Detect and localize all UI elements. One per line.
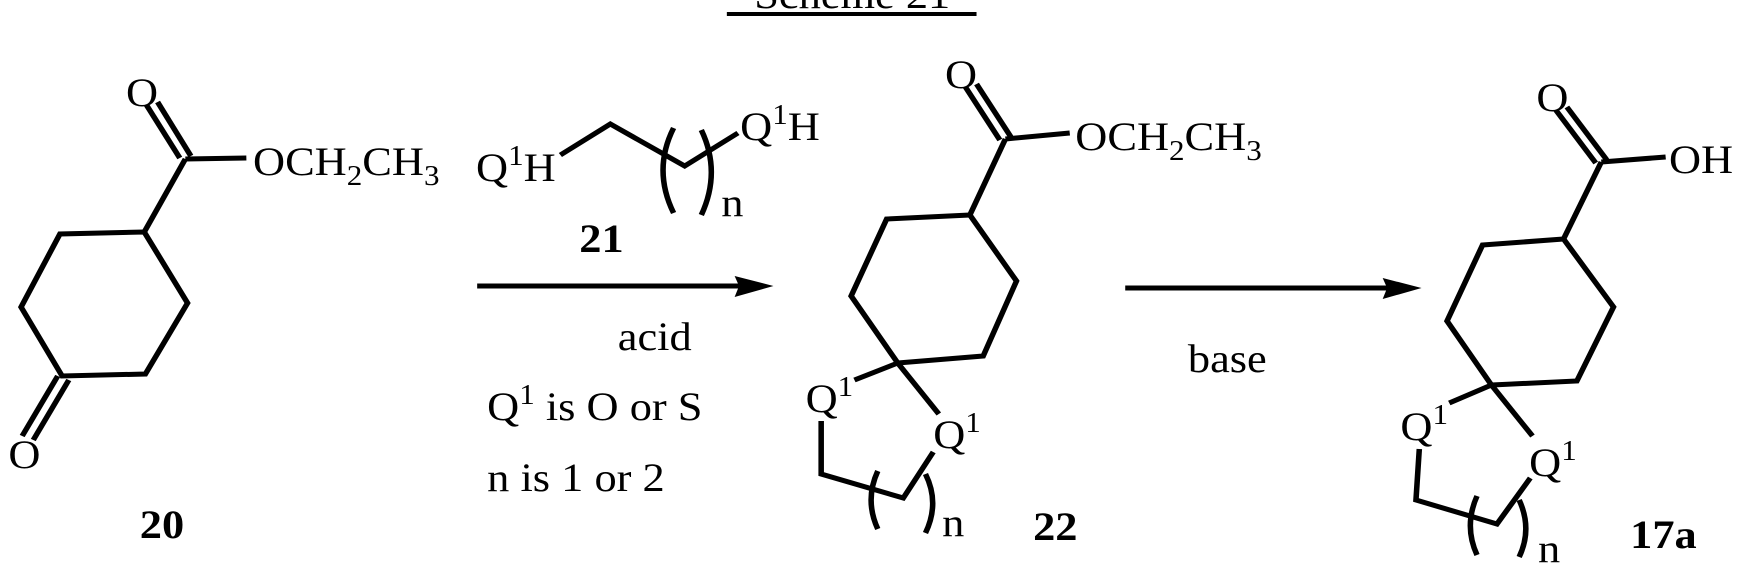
reaction-arrow-2 xyxy=(1125,278,1421,299)
spiro-bond-left xyxy=(1449,385,1491,403)
ring-to-carbonyl-bond xyxy=(1564,162,1602,239)
repeat-subscript: n xyxy=(721,181,743,225)
repeat-bracket-right xyxy=(1519,500,1526,557)
condition-n: n is 1 or 2 xyxy=(487,456,665,500)
ring-heteroatom-left: Q1 xyxy=(806,372,854,421)
repeat-subscript: n xyxy=(942,501,964,545)
compound-17a: O OH Q1 Q1 n 17a xyxy=(1400,76,1733,571)
spiro-bond-right xyxy=(1491,385,1532,436)
ester-bond xyxy=(1005,133,1069,139)
compound-21: Q1H Q1H n 21 xyxy=(476,100,820,261)
reaction-arrow-1 xyxy=(477,276,773,297)
repeat-subscript: n xyxy=(1538,527,1560,571)
carbonyl-oxygen: O xyxy=(945,53,977,97)
compound-label-17a: 17a xyxy=(1630,513,1697,557)
repeat-bracket-left xyxy=(663,128,674,213)
reagent-base: base xyxy=(1188,337,1267,381)
compound-label-21: 21 xyxy=(579,217,623,261)
cyclohexane-ring xyxy=(1447,239,1613,385)
ring-heteroatom-right: Q1 xyxy=(1529,436,1577,485)
repeat-bracket-left xyxy=(871,471,878,529)
compound-label-22: 22 xyxy=(1033,505,1077,549)
arrow-head xyxy=(735,276,774,297)
ring-to-carbonyl-bond xyxy=(970,139,1006,215)
reagent-acid: acid xyxy=(618,315,692,359)
spiro-bond-right xyxy=(898,363,939,414)
carbonyl-oxygen: O xyxy=(1536,76,1568,120)
spiro-bond-left xyxy=(854,363,897,380)
ester-bond xyxy=(185,158,246,159)
ring-to-carbonyl-bond xyxy=(144,159,185,232)
cyclohexane-ring xyxy=(21,232,187,376)
ester-group: OCH2CH3 xyxy=(253,140,439,192)
ketal-chain xyxy=(821,421,933,498)
hydroxyl-group: OH xyxy=(1669,138,1733,182)
cyclohexane-ring xyxy=(851,215,1016,363)
compound-label-20: 20 xyxy=(140,503,184,547)
left-q1h-group: Q1H xyxy=(476,141,556,190)
repeat-bracket-left xyxy=(1470,496,1477,555)
ester-group: OCH2CH3 xyxy=(1075,115,1261,167)
compound-20: O OCH2CH3 O 20 xyxy=(8,71,439,547)
right-q1h-group: Q1H xyxy=(740,100,820,149)
acid-oh-bond xyxy=(1601,157,1665,162)
condition-q1: Q1 is O or S xyxy=(487,380,702,429)
arrow-head xyxy=(1383,278,1422,299)
carbonyl-oxygen: O xyxy=(126,71,158,115)
ring-heteroatom-left: Q1 xyxy=(1400,400,1448,449)
compound-22: O OCH2CH3 Q1 Q1 n 22 xyxy=(806,53,1262,549)
ring-heteroatom-right: Q1 xyxy=(933,408,981,457)
repeat-bracket-right xyxy=(701,130,711,215)
ketone-oxygen: O xyxy=(8,433,40,477)
repeat-bracket-right xyxy=(925,474,932,533)
